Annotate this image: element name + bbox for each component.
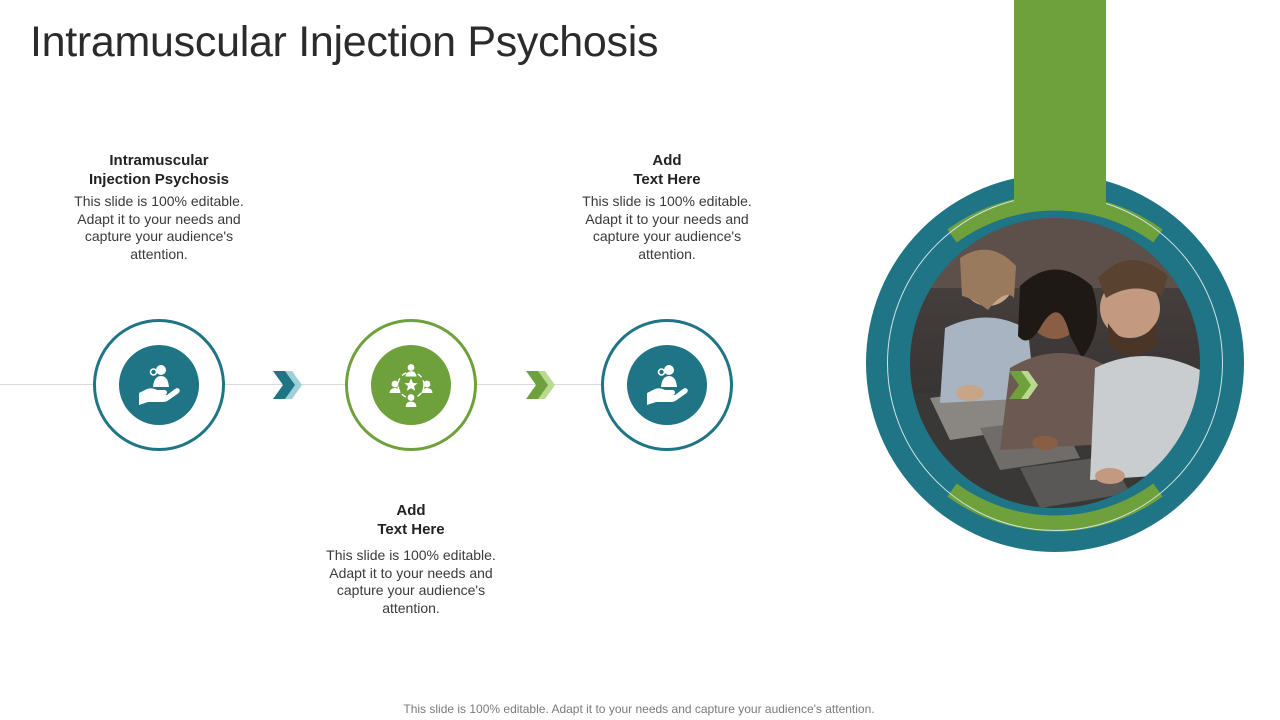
step-2-heading: Add Text Here [326, 501, 496, 539]
team-star-icon [389, 364, 433, 407]
step-1-heading-line2: Injection Psychosis [88, 171, 230, 188]
step-1-circle [93, 319, 225, 451]
hand-holding-person-icon [647, 365, 688, 405]
slide-title: Intramuscular Injection Psychosis [30, 18, 659, 66]
connector-line [0, 384, 620, 385]
accent-green-bar [1014, 0, 1106, 205]
step-3-description: This slide is 100% editable. Adapt it to… [582, 193, 752, 262]
step-1-icon-disc [119, 345, 199, 425]
step-3-circle [601, 319, 733, 451]
step-2-heading-line2: Text Here [377, 521, 445, 538]
step-3-text: Add Text Here This slide is 100% editabl… [582, 151, 752, 263]
step-1-heading: Intramuscular Injection Psychosis [74, 151, 244, 189]
step-2-text: Add Text Here This slide is 100% editabl… [326, 501, 496, 617]
chevron-right-icon [1009, 371, 1038, 399]
chevron-right-icon [273, 371, 302, 399]
step-1-text: Intramuscular Injection Psychosis This s… [74, 151, 244, 263]
step-1-heading-line1: Intramuscular [109, 152, 209, 169]
step-2-icon-disc [371, 345, 451, 425]
photo-illustration [910, 218, 1200, 508]
step-2-circle [345, 319, 477, 451]
step-2-heading-line1: Add [396, 502, 426, 519]
step-1-description: This slide is 100% editable. Adapt it to… [74, 193, 244, 262]
footer-note: This slide is 100% editable. Adapt it to… [403, 702, 875, 716]
hand-holding-person-icon [139, 365, 180, 405]
step-3-heading-line1: Add [652, 152, 682, 169]
chevron-right-icon [526, 371, 555, 399]
step-3-icon-disc [627, 345, 707, 425]
step-2-description: This slide is 100% editable. Adapt it to… [326, 547, 496, 616]
step-3-heading-line2: Text Here [633, 171, 701, 188]
photo-people-at-laptops [910, 218, 1200, 508]
step-3-heading: Add Text Here [582, 151, 752, 189]
